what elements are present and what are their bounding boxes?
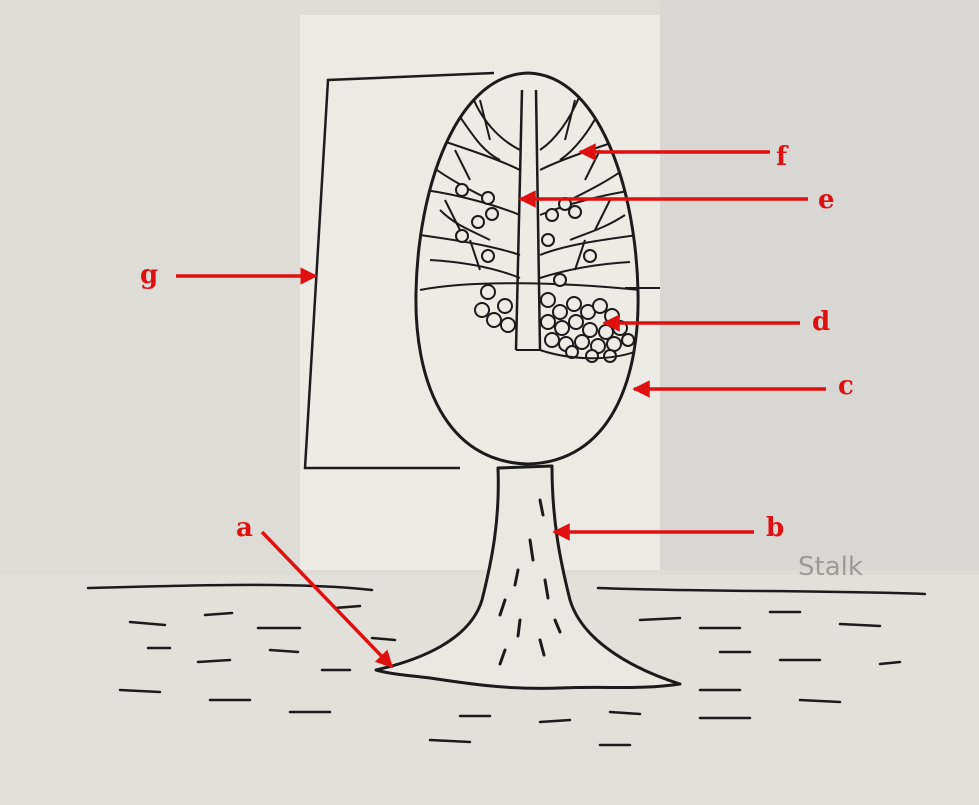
label-b: b (766, 513, 784, 543)
label-g: g (140, 260, 158, 290)
label-f: f (776, 142, 789, 172)
label-e: e (818, 185, 835, 215)
label-c: c (838, 371, 854, 401)
background-stalk-text: Stalk (798, 552, 863, 582)
label-a: a (236, 513, 253, 543)
label-d: d (812, 307, 830, 337)
